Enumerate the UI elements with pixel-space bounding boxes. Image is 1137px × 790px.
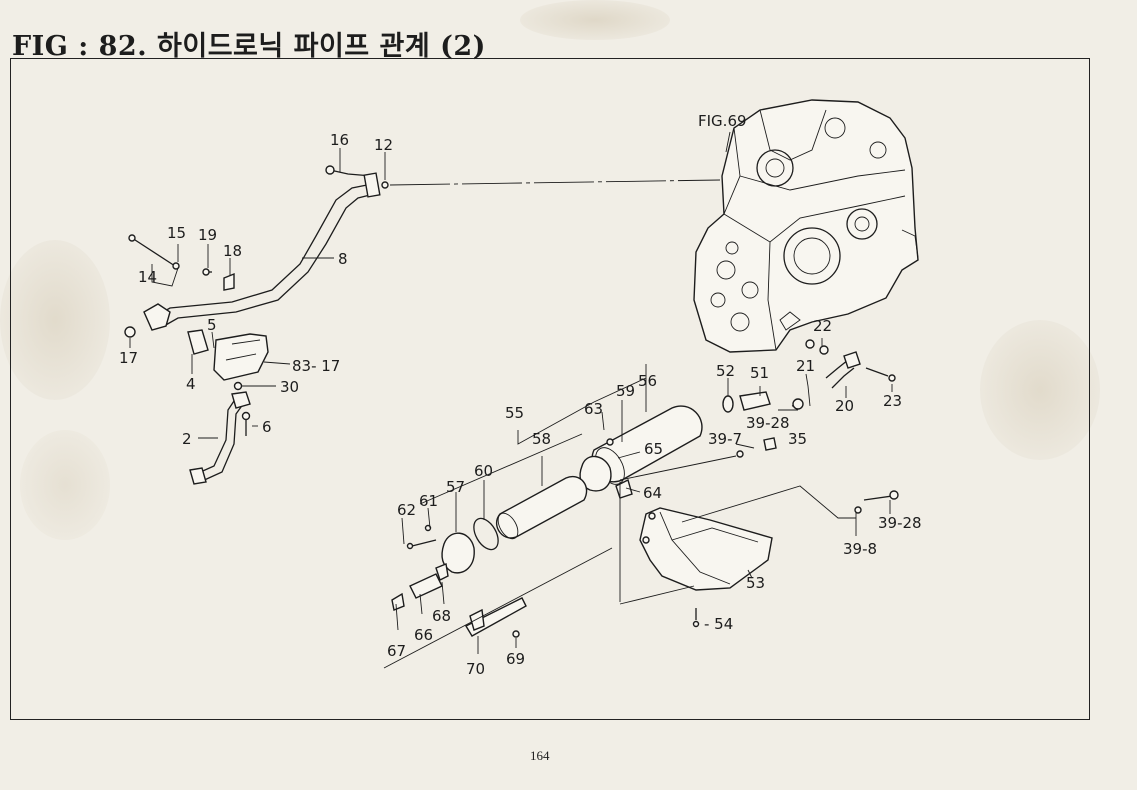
filter-assembly [391, 405, 703, 638]
callout-67: 67 [387, 642, 406, 660]
figure-number: FIG : 82. [12, 31, 148, 62]
callout-5: 5 [207, 316, 217, 334]
callout-52: 52 [716, 362, 735, 380]
callout-6: 6 [262, 418, 272, 436]
callout-54: - 54 [704, 615, 733, 633]
callout-69: 69 [506, 650, 525, 668]
callout-17: 17 [119, 349, 138, 367]
callout-66: 66 [414, 626, 433, 644]
oil-pan [639, 507, 773, 628]
callout-19: 19 [198, 226, 217, 244]
callout-64: 64 [643, 484, 662, 502]
callout-62: 62 [397, 501, 416, 519]
callout-68: 68 [432, 607, 451, 625]
callout-15: 15 [167, 224, 186, 242]
figure-title: FIG : 82. 하이드로닉 파이프 관계 (2) [12, 24, 486, 63]
callout-2: 2 [182, 430, 192, 448]
diagram-frame [10, 58, 1090, 720]
leader-lines [129, 131, 893, 669]
callout-83-17: 83- 17 [292, 357, 340, 375]
callout-16: 16 [330, 131, 349, 149]
reference-fig69: FIG.69 [698, 112, 747, 130]
callout-58: 58 [532, 430, 551, 448]
callout-8: 8 [338, 250, 348, 268]
pipe-assembly-upper-left [124, 165, 389, 485]
figure-title-text: 하이드로닉 파이프 관계 (2) [157, 31, 486, 62]
callout-4: 4 [186, 375, 196, 393]
callout-35: 35 [788, 430, 807, 448]
callout-39-28-lower: 39-28 [878, 514, 922, 532]
hose-fittings-right [722, 339, 899, 514]
page-number: 164 [530, 748, 550, 763]
callout-70: 70 [466, 660, 485, 678]
callout-20: 20 [835, 397, 854, 415]
callout-39-28-upper: 39-28 [746, 414, 790, 432]
callout-39-8: 39-8 [843, 540, 877, 558]
callout-57: 57 [446, 478, 465, 496]
callout-12: 12 [374, 136, 393, 154]
callout-39-7: 39-7 [708, 430, 742, 448]
callout-63: 63 [584, 400, 603, 418]
callout-21: 21 [796, 357, 815, 375]
callout-30: 30 [280, 378, 299, 396]
callout-22: 22 [813, 317, 832, 335]
callout-59: 59 [616, 382, 635, 400]
callout-55: 55 [505, 404, 524, 422]
callout-60: 60 [474, 462, 493, 480]
callout-23: 23 [883, 392, 902, 410]
callout-labels: 16 12 15 19 18 14 8 5 17 4 83- 17 30 2 6… [119, 112, 922, 678]
callout-56: 56 [638, 372, 657, 390]
callout-61: 61 [419, 492, 438, 510]
callout-18: 18 [223, 242, 242, 260]
callout-14: 14 [138, 268, 157, 286]
callout-65: 65 [644, 440, 663, 458]
callout-53: 53 [746, 574, 765, 592]
callout-51: 51 [750, 364, 769, 382]
transmission-housing [693, 99, 919, 353]
